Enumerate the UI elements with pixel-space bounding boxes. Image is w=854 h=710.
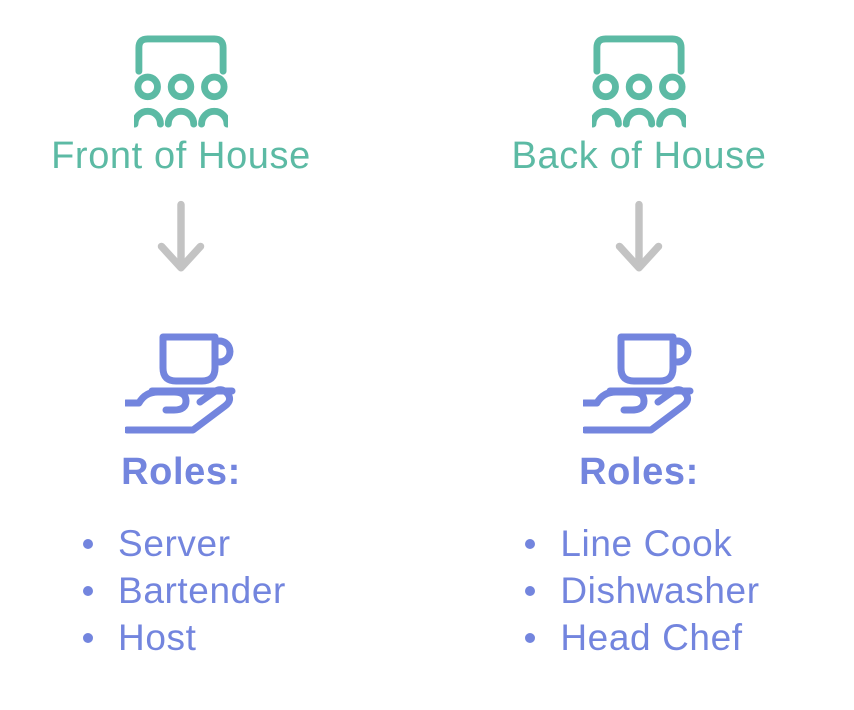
role-item: Server [76,520,286,567]
role-item: Line Cook [518,520,759,567]
roles-label: Roles: [579,451,699,493]
cup-in-hand-icon [125,333,236,434]
cup-in-hand-icon [583,333,694,434]
people-group-icon [134,35,228,128]
front-of-house-column: Front of House Roles: Server Bartender H… [0,0,362,710]
down-arrow-icon [157,200,205,272]
roles-label: Roles: [121,451,241,493]
role-item: Head Chef [518,614,759,661]
people-group-icon [592,35,686,128]
front-of-house-roles-list: Server Bartender Host [76,520,286,661]
role-item: Dishwasher [518,567,759,614]
role-item: Host [76,614,286,661]
column-title-front-of-house: Front of House [51,135,311,177]
down-arrow-icon [615,200,663,272]
column-title-back-of-house: Back of House [511,135,767,177]
back-of-house-column: Back of House Roles: Line Cook Dishwashe… [424,0,854,710]
back-of-house-roles-list: Line Cook Dishwasher Head Chef [518,520,759,661]
role-item: Bartender [76,567,286,614]
